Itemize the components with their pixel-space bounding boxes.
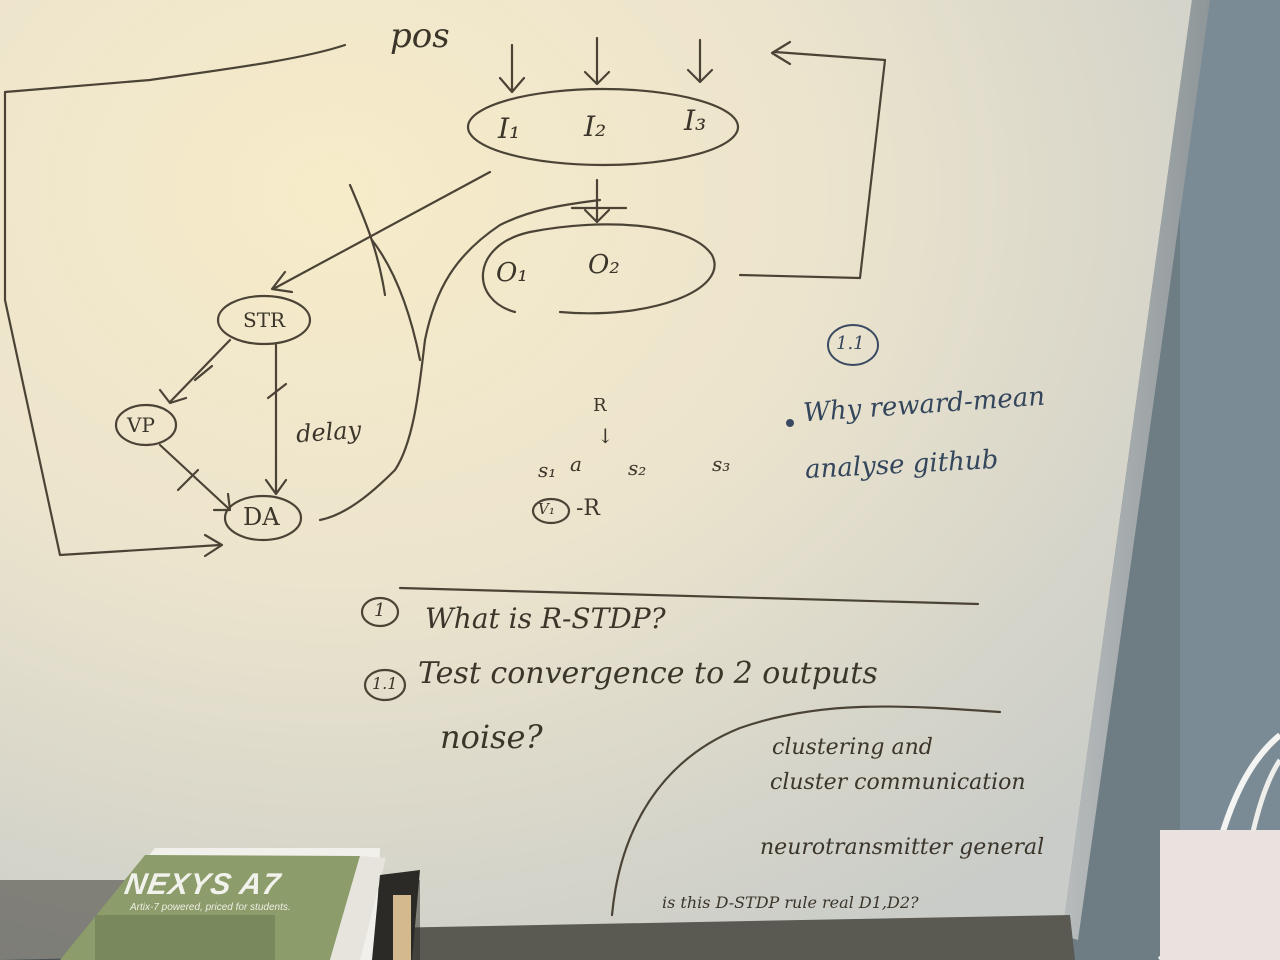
corner-line-4: is this D-STDP rule real D1,D2? (662, 893, 919, 912)
q11-noise: noise? (440, 718, 543, 756)
rl-s2: s₂ (628, 456, 647, 480)
input-layer-ellipse (466, 87, 740, 167)
inhibition-tick (176, 468, 200, 492)
input-arrow-1 (498, 43, 526, 94)
rl-reward: R (593, 395, 607, 416)
v1-circle (531, 497, 571, 525)
wavy-connection (370, 238, 422, 362)
book-subtitle: Artix-7 powered, priced for students. (130, 902, 291, 913)
inhibition-tick (266, 382, 288, 400)
vp-node (114, 403, 178, 447)
whiteboard-surface (0, 0, 1192, 960)
bullet (786, 419, 794, 427)
inhibition-tick (193, 364, 214, 382)
crossing-stroke (348, 183, 387, 297)
q1-text: What is R-STDP? (425, 602, 666, 635)
str-label: STR (243, 308, 286, 332)
str-node (216, 294, 312, 346)
nexys-book (60, 848, 420, 960)
vp-label: VP (127, 413, 155, 437)
q11-text: Test convergence to 2 outputs (418, 656, 878, 691)
rl-v1: V₁ (538, 500, 555, 518)
whiteboard-frame (1062, 0, 1210, 940)
box (1160, 830, 1280, 960)
input-arrow-3 (686, 38, 714, 84)
output-layer-ellipse (481, 223, 716, 315)
arrow-head (770, 40, 792, 66)
book-title: NEXYS A7 (122, 868, 284, 901)
separator-line (398, 586, 980, 606)
output-feedback-line (738, 50, 887, 280)
q1-circle (360, 596, 400, 628)
input-i2: I₂ (584, 110, 607, 143)
output-o1: O₁ (496, 258, 528, 288)
rl-arrow: ↓ (597, 424, 614, 448)
delay-label: delay (295, 415, 363, 449)
corner-line-3: neurotransmitter general (760, 835, 1045, 860)
corner-arc (610, 705, 1002, 917)
marker-tray (380, 915, 1075, 960)
note-circle (827, 324, 879, 366)
rl-a: a (570, 452, 582, 476)
da-node (223, 494, 303, 542)
feedback-loop-line (3, 43, 347, 557)
vp-to-da-arrow (158, 443, 232, 512)
rl-s3: s₃ (712, 452, 731, 476)
input-arrow-2 (583, 36, 611, 86)
q11-circle (363, 668, 407, 702)
input-to-str-line (270, 170, 492, 294)
q1-number: 1 (374, 600, 386, 621)
arrow-head (203, 533, 224, 558)
wavy-connection (318, 198, 602, 522)
input-i1: I₁ (498, 112, 521, 145)
pos-label: pos (390, 16, 450, 56)
note-number: 1.1 (836, 333, 865, 354)
rl-minus-r: -R (576, 496, 600, 521)
input-i3: I₃ (684, 104, 707, 137)
corner-line-2: cluster communication (770, 770, 1026, 795)
q11-number: 1.1 (372, 674, 398, 693)
output-o2: O₂ (588, 250, 620, 280)
corner-line-1: clustering and (772, 735, 933, 760)
str-to-vp-arrow (158, 338, 232, 405)
str-to-da-arrow (264, 343, 288, 496)
da-label: DA (243, 503, 280, 531)
rl-s1: s₁ (538, 458, 557, 482)
